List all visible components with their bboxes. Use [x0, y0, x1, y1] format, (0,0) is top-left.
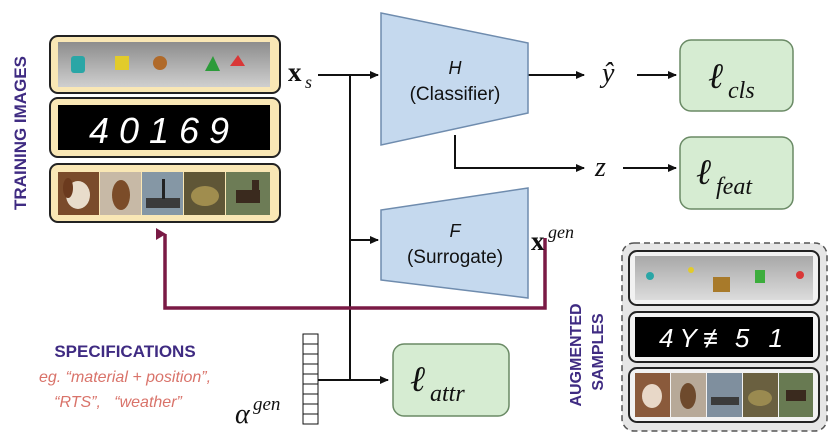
arrow-to-z [454, 135, 585, 172]
ship-mast [162, 179, 165, 199]
green-cone [205, 56, 220, 71]
loss-cls-main: ℓ [708, 56, 723, 96]
ship-hull [146, 198, 180, 208]
surrogate-name: (Surrogate) [407, 247, 503, 268]
digits-image [58, 105, 270, 150]
aug-red-sphere [796, 271, 804, 279]
aug-photo-strip [635, 373, 813, 417]
alpha-gen-vector: α gen [235, 333, 350, 430]
cyan-cylinder [71, 56, 85, 73]
xs-symbol: x [288, 57, 302, 87]
aug-brown-cube [713, 277, 730, 292]
loss-feat: ℓ feat [679, 136, 794, 210]
vector-column [302, 333, 319, 425]
aug-digits-image [635, 317, 813, 357]
surrogate-trapezoid [380, 187, 529, 299]
red-cone [230, 55, 245, 66]
aug-teal-sphere [646, 272, 654, 280]
training-images-panel: TRAINING IMAGES 40169 [11, 35, 281, 223]
loss-attr-box [392, 343, 510, 417]
photo-strip [58, 172, 270, 215]
specifications: SPECIFICATIONS eg. “material + position”… [39, 342, 211, 411]
frog-body [191, 186, 219, 206]
augmented-label-1: AUGMENTED [568, 303, 585, 406]
classifier-name: (Classifier) [410, 84, 501, 105]
xgen-symbol: x [531, 226, 545, 256]
z-symbol: z [594, 152, 606, 183]
xgen-superscript: gen [548, 222, 574, 242]
xs-label: x s [288, 57, 312, 92]
specifications-example-1: eg. “material + position”, [39, 369, 211, 386]
loss-cls-sub: cls [728, 78, 755, 104]
training-images-label: TRAINING IMAGES [11, 56, 30, 210]
horse-head [112, 180, 130, 210]
generated-feedback-arrow [156, 228, 547, 310]
surrogate-symbol: F [450, 221, 462, 241]
aug-green-cylinder [755, 270, 765, 283]
training-digits: 40169 [89, 110, 239, 151]
loss-cls: ℓ cls [679, 39, 794, 112]
augmented-label-2: SAMPLES [590, 313, 607, 391]
loss-attr: ℓ attr [392, 343, 510, 417]
xgen-label: x gen [531, 222, 574, 256]
classifier-symbol: H [449, 58, 463, 78]
classifier-box: H (Classifier) [380, 12, 529, 146]
dog-ear [63, 178, 73, 198]
specifications-example-2: “RTS”, “weather” [54, 394, 182, 411]
augmented-digits: 4Y≢5 1 [659, 323, 789, 353]
loss-feat-sub: feat [716, 174, 753, 200]
horse-neck [252, 180, 259, 194]
yellow-cube [115, 56, 129, 70]
xs-subscript: s [305, 72, 312, 92]
alpha-symbol: α [235, 399, 251, 430]
vector-cells [303, 343, 318, 415]
classifier-trapezoid [380, 12, 529, 146]
y-hat-symbol: ŷ [599, 58, 615, 89]
aug-yellow-dot [688, 267, 694, 273]
specifications-title: SPECIFICATIONS [54, 342, 195, 361]
alpha-superscript: gen [253, 394, 280, 415]
surrogate-box: F (Surrogate) [380, 187, 529, 299]
loss-attr-sub: attr [430, 381, 465, 407]
loss-attr-main: ℓ [410, 359, 425, 399]
augmented-samples-panel: AUGMENTED SAMPLES 4Y≢5 1 [568, 242, 828, 432]
loss-feat-box [679, 136, 794, 210]
loss-cls-box [679, 39, 794, 112]
brown-sphere [153, 56, 167, 70]
loss-feat-main: ℓ [696, 152, 711, 192]
